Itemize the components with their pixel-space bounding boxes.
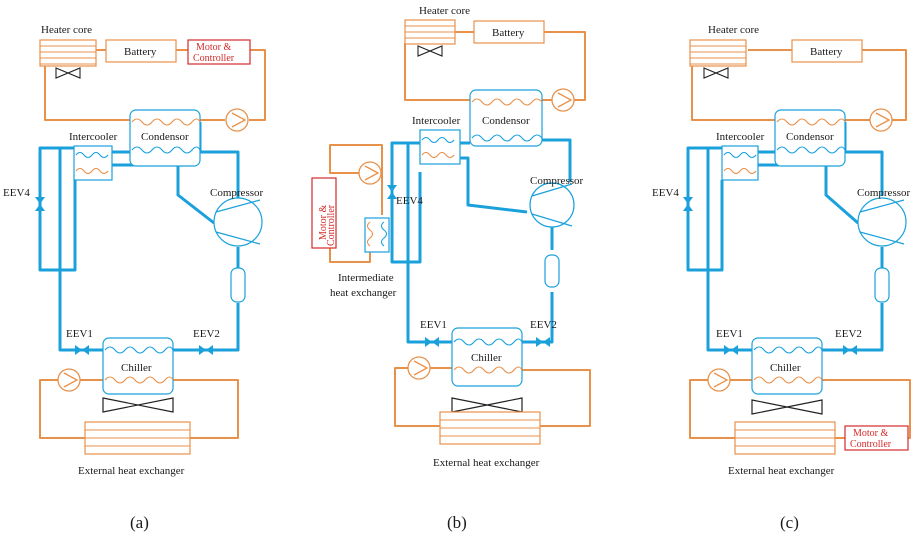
intermediate-loop-pipe xyxy=(329,144,383,263)
caption-a: (a) xyxy=(130,513,149,532)
heater-core-label: Heater core xyxy=(708,24,759,36)
accumulator-b xyxy=(544,254,560,288)
heater-loop-pipe xyxy=(44,49,266,121)
battery-label: Battery xyxy=(810,46,843,58)
external-loop-pipe xyxy=(689,379,911,439)
motor-controller-box-c xyxy=(844,425,909,451)
condensor-label: Condensor xyxy=(482,115,530,127)
battery-box-a xyxy=(105,39,177,63)
battery-label: Battery xyxy=(124,46,157,58)
pump-icon-b3 xyxy=(407,356,431,380)
fan-icon xyxy=(102,397,174,413)
heater-core-a xyxy=(39,39,97,79)
eev2-valve-icon xyxy=(536,337,550,347)
motor-label-line1: Motor & xyxy=(196,42,232,53)
motor-label-line2: Controller xyxy=(326,204,337,246)
heater-loop-pipe xyxy=(404,31,586,101)
compressor-label: Compressor xyxy=(530,175,584,187)
heater-core-label: Heater core xyxy=(41,24,92,36)
condensor-c xyxy=(774,109,846,167)
external-loop-pipe xyxy=(39,379,239,439)
intercooler-c xyxy=(721,145,759,181)
pump-icon-a1 xyxy=(225,108,249,132)
intermediate-label-line2: heat exchanger xyxy=(330,287,397,299)
fan-icon xyxy=(751,399,823,415)
eev1-valve-icon xyxy=(425,337,439,347)
refrigerant-circuit xyxy=(390,138,572,344)
intercooler-label: Intercooler xyxy=(716,131,765,143)
caption-c: (c) xyxy=(780,513,799,532)
condensor-label: Condensor xyxy=(786,131,834,143)
accumulator-c xyxy=(874,267,890,303)
panel-b: Heater core Battery Condensor Intercoole… xyxy=(311,5,591,532)
eev4-valve-icon xyxy=(35,197,45,211)
battery-box-c xyxy=(791,39,863,63)
intercooler-label: Intercooler xyxy=(69,131,118,143)
motor-label-line1: Motor & xyxy=(853,428,889,439)
compressor-label: Compressor xyxy=(857,187,911,199)
panel-a: Heater core Battery Motor & Controller C… xyxy=(3,24,266,532)
fan-icon xyxy=(55,67,81,79)
pump-icon-c1 xyxy=(869,108,893,132)
eev1-label: EEV1 xyxy=(66,328,93,340)
motor-label-line2: Controller xyxy=(193,53,235,64)
motor-controller-box-b xyxy=(311,177,337,249)
eev4-valve-icon xyxy=(683,197,693,211)
eev1-valve-icon xyxy=(724,345,738,355)
eev1-valve-icon xyxy=(75,345,89,355)
intermediate-label-line1: Intermediate xyxy=(338,272,394,284)
external-hx-label: External heat exchanger xyxy=(433,457,540,469)
condensor-label: Condensor xyxy=(141,131,189,143)
intercooler-b xyxy=(419,129,461,165)
refrigerant-circuit xyxy=(686,122,884,352)
chiller-label: Chiller xyxy=(770,362,801,374)
pump-icon-a2 xyxy=(57,368,81,392)
eev2-label: EEV2 xyxy=(193,328,220,340)
compressor-c xyxy=(857,197,907,247)
external-hx-label: External heat exchanger xyxy=(78,465,185,477)
fan-icon xyxy=(451,397,523,413)
pump-icon-c2 xyxy=(707,368,731,392)
compressor-b xyxy=(529,182,575,228)
chiller-b xyxy=(451,327,523,387)
panel-c: Heater core Battery Condensor Intercoole… xyxy=(652,24,911,532)
heater-core-c xyxy=(689,39,747,79)
heater-core-label: Heater core xyxy=(419,5,470,17)
battery-label: Battery xyxy=(492,27,525,39)
pump-icon-b1 xyxy=(551,88,575,112)
motor-controller-box-a xyxy=(187,39,251,65)
external-loop-pipe xyxy=(394,367,591,427)
fan-icon xyxy=(703,67,729,79)
condensor-b xyxy=(469,89,543,147)
eev1-label: EEV1 xyxy=(420,319,447,331)
chiller-label: Chiller xyxy=(471,352,502,364)
accumulator-a xyxy=(230,267,246,303)
external-hx-label: External heat exchanger xyxy=(728,465,835,477)
eev4-label: EEV4 xyxy=(3,187,30,199)
chiller-c xyxy=(751,337,823,395)
intercooler-label: Intercooler xyxy=(412,115,461,127)
motor-label-line2: Controller xyxy=(850,439,892,450)
eev2-valve-icon xyxy=(843,345,857,355)
compressor-a xyxy=(213,197,263,247)
motor-label-line1: Motor & xyxy=(318,205,329,241)
caption-b: (b) xyxy=(447,513,467,532)
chiller-label: Chiller xyxy=(121,362,152,374)
battery-box-b xyxy=(473,20,545,44)
condensor-a xyxy=(129,109,201,167)
pump-icon-b2 xyxy=(358,161,382,185)
heater-loop-pipe xyxy=(691,49,907,121)
eev1-label: EEV1 xyxy=(716,328,743,340)
chiller-a xyxy=(102,337,174,395)
eev4-label: EEV4 xyxy=(396,195,423,207)
eev2-valve-icon xyxy=(199,345,213,355)
intercooler-a xyxy=(73,145,113,181)
compressor-label: Compressor xyxy=(210,187,264,199)
eev2-label: EEV2 xyxy=(835,328,862,340)
heater-core-b xyxy=(404,19,456,57)
eev4-label: EEV4 xyxy=(652,187,679,199)
eev2-label: EEV2 xyxy=(530,319,557,331)
fan-icon xyxy=(417,45,443,57)
